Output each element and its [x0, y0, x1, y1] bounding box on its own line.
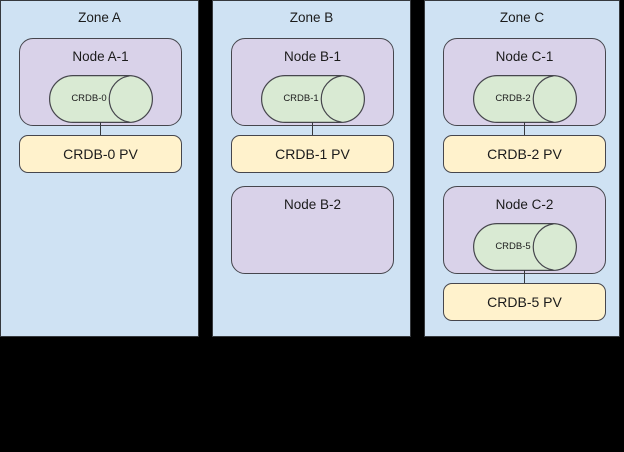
zone-panel-c: Zone C Node C-1 CRDB-2 CRDB-2 PV Node C-… — [424, 0, 620, 337]
zone-panel-a: Zone A Node A-1 CRDB-0 CRDB-0 PV — [0, 0, 199, 337]
database-cylinder-crdb-0: CRDB-0 — [49, 75, 154, 123]
node-c-2-title: Node C-2 — [495, 197, 554, 212]
connector-crdb-5-to-pv — [524, 270, 525, 283]
connector-crdb-0-to-pv — [100, 122, 101, 135]
node-b-1-title: Node B-1 — [283, 49, 342, 64]
zone-c-title: Zone C — [499, 10, 545, 25]
zone-b-title: Zone B — [289, 10, 334, 25]
pv-box-crdb-0: CRDB-0 PV — [19, 135, 182, 173]
database-cylinder-shape — [49, 75, 154, 123]
crdb-2-pv-label: CRDB-2 PV — [487, 145, 562, 162]
database-cylinder-shape — [473, 75, 578, 123]
pv-box-crdb-5: CRDB-5 PV — [443, 283, 606, 321]
node-a-1-title: Node A-1 — [72, 49, 129, 64]
database-cylinder-crdb-5: CRDB-5 — [473, 223, 578, 271]
node-box-b-2: Node B-2 — [231, 186, 394, 274]
pv-box-crdb-1: CRDB-1 PV — [231, 135, 394, 173]
database-cylinder-crdb-2: CRDB-2 — [473, 75, 578, 123]
zone-panel-b: Zone B Node B-1 CRDB-1 CRDB-1 PV Node B-… — [212, 0, 411, 337]
connector-crdb-2-to-pv — [524, 122, 525, 135]
node-c-1-title: Node C-1 — [495, 49, 554, 64]
zone-a-title: Zone A — [78, 10, 121, 25]
crdb-5-pv-label: CRDB-5 PV — [487, 293, 562, 310]
crdb-0-pv-label: CRDB-0 PV — [63, 145, 138, 162]
pv-box-crdb-2: CRDB-2 PV — [443, 135, 606, 173]
connector-crdb-1-to-pv — [312, 122, 313, 135]
crdb-1-pv-label: CRDB-1 PV — [275, 145, 350, 162]
database-cylinder-shape — [473, 223, 578, 271]
database-cylinder-shape — [261, 75, 366, 123]
database-cylinder-crdb-1: CRDB-1 — [261, 75, 366, 123]
node-b-2-title: Node B-2 — [283, 197, 342, 212]
